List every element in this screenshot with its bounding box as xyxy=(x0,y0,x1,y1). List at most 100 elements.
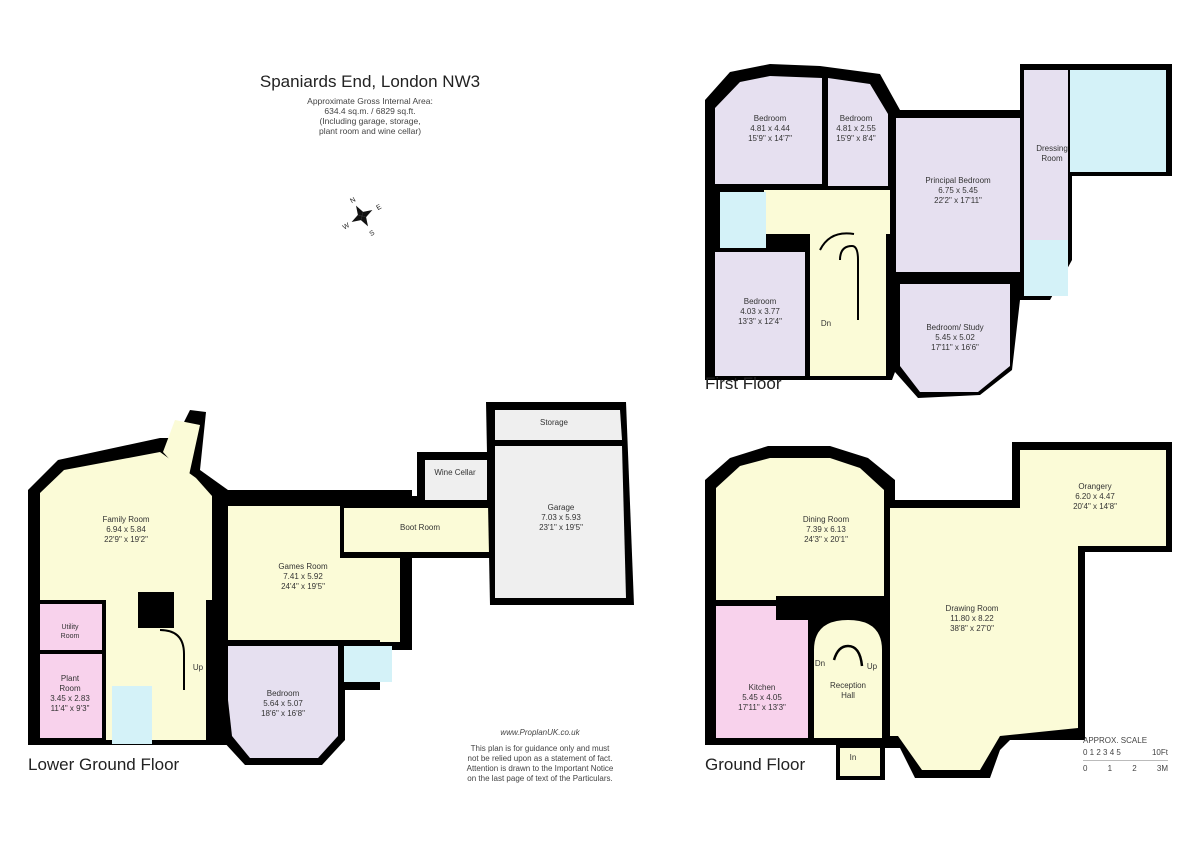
label-lg-stairs-up: Up xyxy=(193,663,204,672)
svg-text:Room: Room xyxy=(1041,154,1063,163)
svg-text:15'9" x 8'4": 15'9" x 8'4" xyxy=(836,134,876,143)
ff-stair-well xyxy=(810,230,886,376)
label-orangery: Orangery xyxy=(1078,482,1111,491)
svg-text:11'4" x 9'3": 11'4" x 9'3" xyxy=(51,704,90,713)
scale-bar xyxy=(1083,760,1168,761)
proplan-url: www.ProplanUK.co.uk xyxy=(500,728,580,737)
svg-text:6.75 x 5.45: 6.75 x 5.45 xyxy=(938,186,978,195)
svg-text:7.39 x 6.13: 7.39 x 6.13 xyxy=(806,525,846,534)
gf-staircase xyxy=(832,644,864,667)
scale-feet-row: 0 1 2 3 4 5 10Ft xyxy=(1083,748,1168,757)
label-drawing-room: Drawing Room xyxy=(946,604,999,613)
label-ff-bedroom-1: Bedroom xyxy=(754,114,787,123)
svg-text:3.45 x 2.83: 3.45 x 2.83 xyxy=(50,694,90,703)
label-garage: Garage xyxy=(548,503,575,512)
lg-family-room xyxy=(40,452,212,600)
svg-text:17'11" x 16'6": 17'11" x 16'6" xyxy=(931,343,979,352)
svg-text:4.03 x 3.77: 4.03 x 3.77 xyxy=(740,307,780,316)
svg-text:Room: Room xyxy=(59,684,81,693)
disclaimer-block: www.ProplanUK.co.uk This plan is for gui… xyxy=(440,728,640,784)
compass-rose-icon: N E S W xyxy=(342,197,384,238)
label-gf-stairs-dn: Dn xyxy=(815,659,825,668)
ff-landing xyxy=(764,190,890,234)
svg-text:17'11" x 13'3": 17'11" x 13'3" xyxy=(738,703,786,712)
svg-text:6.20 x 4.47: 6.20 x 4.47 xyxy=(1075,492,1115,501)
label-wine-cellar: Wine Cellar xyxy=(434,468,476,477)
ff-principal-bedroom xyxy=(896,118,1020,272)
lower-ground-floor-plan xyxy=(28,402,634,765)
label-gf-stairs-up: Up xyxy=(867,662,878,671)
lg-bedroom xyxy=(228,646,338,758)
svg-text:W: W xyxy=(342,222,352,232)
room-labels: Family Room 6.94 x 5.84 22'9" x 19'2" Ga… xyxy=(50,114,1117,762)
ff-bedroom-3 xyxy=(715,252,805,376)
label-utility-room: Utility xyxy=(61,624,79,631)
ff-dressing-room xyxy=(1024,70,1068,250)
label-lg-bedroom: Bedroom xyxy=(267,689,300,698)
svg-text:S: S xyxy=(368,229,376,238)
svg-text:6.94 x 5.84: 6.94 x 5.84 xyxy=(106,525,146,534)
ground-floor-plan xyxy=(705,442,1172,780)
lg-wine-cellar xyxy=(425,460,487,500)
lg-bathroom xyxy=(344,646,392,682)
gross-internal-area: Approximate Gross Internal Area: 634.4 s… xyxy=(307,96,433,136)
svg-text:E: E xyxy=(375,203,383,212)
ff-bedroom-1 xyxy=(715,76,822,184)
svg-text:5.64 x 5.07: 5.64 x 5.07 xyxy=(263,699,303,708)
lg-storage xyxy=(495,410,622,440)
label-principal-bedroom: Principal Bedroom xyxy=(925,176,991,185)
lg-boot-room xyxy=(344,508,490,552)
svg-text:5.45 x 4.05: 5.45 x 4.05 xyxy=(742,693,782,702)
label-games-room: Games Room xyxy=(278,562,328,571)
scale-metres-row: 0 1 2 3M xyxy=(1083,764,1168,773)
svg-text:Room: Room xyxy=(61,633,80,640)
lg-utility-room xyxy=(40,604,102,650)
gf-reception-hall xyxy=(814,620,882,738)
svg-text:15'9" x 14'7": 15'9" x 14'7" xyxy=(748,134,792,143)
gf-dining-room xyxy=(716,458,884,600)
svg-text:13'3" x 12'4": 13'3" x 12'4" xyxy=(738,317,782,326)
ff-ensuite-bathroom xyxy=(1070,70,1166,172)
label-reception-hall: Reception xyxy=(830,681,866,690)
svg-text:38'8" x 27'0": 38'8" x 27'0" xyxy=(950,624,994,633)
label-entrance: In xyxy=(850,753,857,762)
svg-text:7.41 x 5.92: 7.41 x 5.92 xyxy=(283,572,323,581)
lg-external-steps xyxy=(163,420,200,480)
svg-text:22'9" x 19'2": 22'9" x 19'2" xyxy=(104,535,148,544)
ff-staircase xyxy=(819,232,859,320)
label-kitchen: Kitchen xyxy=(749,683,776,692)
label-boot-room: Boot Room xyxy=(400,523,440,532)
svg-text:7.03 x 5.93: 7.03 x 5.93 xyxy=(541,513,581,522)
ff-shower-room xyxy=(1024,240,1068,296)
ff-bedroom-study xyxy=(900,284,1010,392)
label-dining-room: Dining Room xyxy=(803,515,850,524)
label-dressing-room: Dressing xyxy=(1036,144,1068,153)
svg-text:20'4" x 14'8": 20'4" x 14'8" xyxy=(1073,502,1117,511)
label-plant-room: Plant xyxy=(61,674,80,683)
svg-text:4.81 x 2.55: 4.81 x 2.55 xyxy=(836,124,876,133)
property-title: Spaniards End, London NW3 xyxy=(259,72,481,91)
scale-title: APPROX. SCALE xyxy=(1083,736,1148,745)
svg-text:24'3" x 20'1": 24'3" x 20'1" xyxy=(804,535,848,544)
label-ff-bedroom-2: Bedroom xyxy=(840,114,873,123)
lg-stair-core xyxy=(138,592,174,628)
svg-text:11.80 x 8.22: 11.80 x 8.22 xyxy=(950,614,994,623)
label-ff-stairs-dn: Dn xyxy=(821,319,831,328)
gf-drawing-room xyxy=(890,508,1078,770)
gf-kitchen xyxy=(716,606,808,738)
svg-text:N: N xyxy=(349,197,357,206)
gf-central-core xyxy=(776,596,884,620)
svg-text:Hall: Hall xyxy=(841,691,855,700)
svg-text:18'6" x 16'8": 18'6" x 16'8" xyxy=(261,709,305,718)
svg-text:23'1" x 19'5": 23'1" x 19'5" xyxy=(539,523,583,532)
svg-text:22'2" x 17'11": 22'2" x 17'11" xyxy=(934,196,982,205)
svg-text:24'4" x 19'5": 24'4" x 19'5" xyxy=(281,582,325,591)
lg-garage xyxy=(495,446,626,598)
first-floor-plan xyxy=(705,64,1172,398)
approx-scale: APPROX. SCALE 0 1 2 3 4 5 10Ft 0 1 2 3M xyxy=(1083,736,1168,773)
lower-ground-floor-label: Lower Ground Floor xyxy=(28,755,180,774)
svg-text:5.45 x 5.02: 5.45 x 5.02 xyxy=(935,333,975,342)
svg-text:4.81 x 4.44: 4.81 x 4.44 xyxy=(750,124,790,133)
lg-plant-room xyxy=(40,654,102,738)
